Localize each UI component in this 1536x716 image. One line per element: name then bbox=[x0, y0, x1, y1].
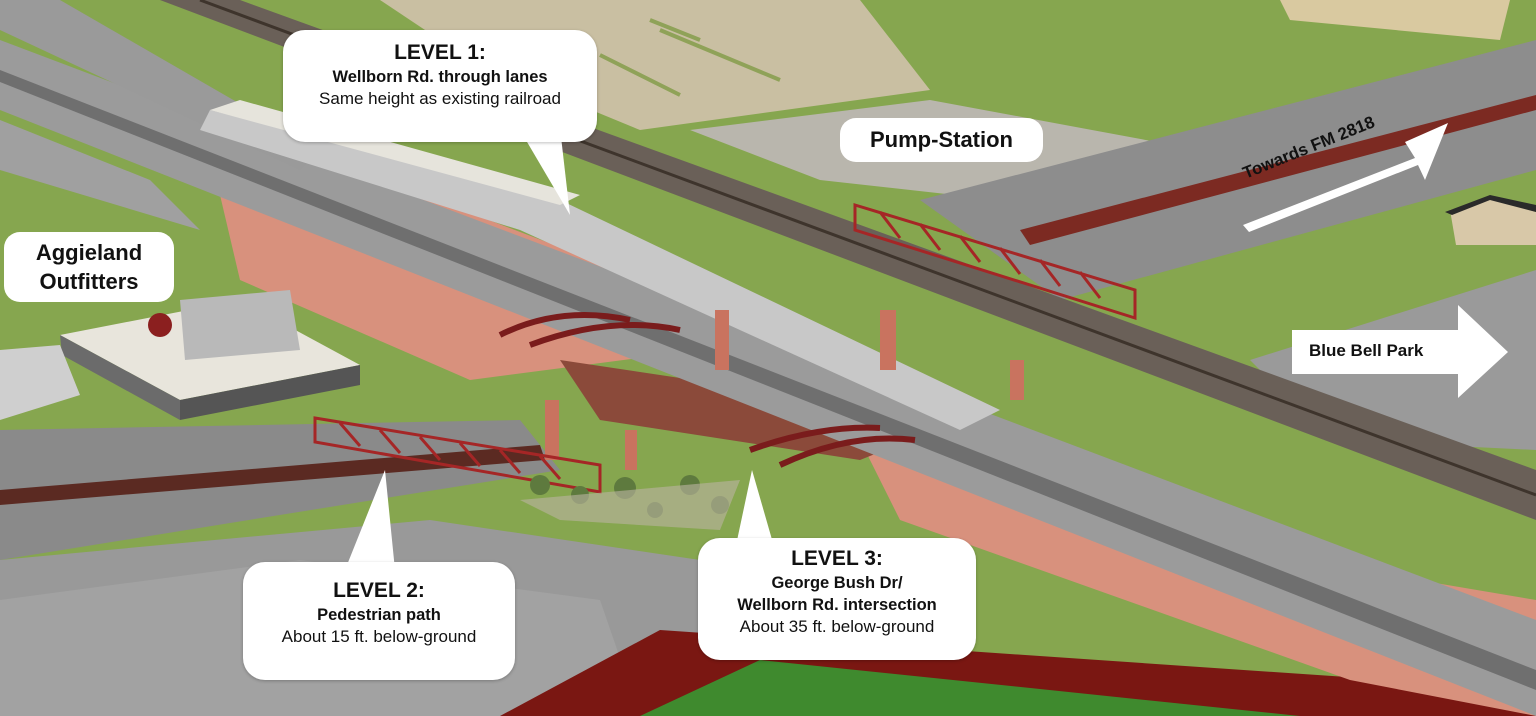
level2-pointer bbox=[345, 470, 395, 570]
callout-level-3-heading: LEVEL 3: bbox=[791, 547, 883, 570]
road-towards-fm bbox=[920, 40, 1536, 300]
building-top-right bbox=[1280, 0, 1510, 40]
pump-station-label: Pump-Station bbox=[870, 127, 1013, 152]
overpass-deck bbox=[200, 110, 1000, 430]
level1-pointer bbox=[520, 128, 570, 215]
arch-bridges bbox=[498, 312, 916, 468]
aggieland-outfitters-tag: Aggieland Outfitters bbox=[4, 232, 174, 302]
lot-markings bbox=[599, 18, 781, 97]
callout-level-2-line1: Pedestrian path bbox=[317, 606, 441, 624]
blue-bell-park-label: Blue Bell Park bbox=[1309, 341, 1424, 360]
aggieland-line2: Outfitters bbox=[39, 269, 139, 294]
store-logo bbox=[148, 313, 172, 337]
truss-bridge-left bbox=[313, 416, 602, 494]
truss-bridge-right bbox=[853, 202, 1137, 321]
level3-pointer bbox=[735, 470, 775, 550]
callout-level-2: LEVEL 2: Pedestrian path About 15 ft. be… bbox=[243, 562, 515, 680]
callout-level-3-line1b: Wellborn Rd. intersection bbox=[737, 596, 937, 614]
gas-canopy bbox=[0, 345, 80, 420]
callout-level-1-line1: Wellborn Rd. through lanes bbox=[332, 68, 548, 86]
callout-level-1-line2: Same height as existing railroad bbox=[319, 89, 561, 108]
callout-level-2-heading: LEVEL 2: bbox=[333, 579, 425, 602]
pump-station-tag: Pump-Station bbox=[840, 118, 1043, 162]
store-side bbox=[60, 335, 180, 420]
field bbox=[640, 660, 1300, 716]
arrow-towards-fm bbox=[1243, 123, 1448, 232]
arrow-blue-bell bbox=[1292, 305, 1508, 398]
store-front bbox=[180, 365, 360, 420]
gazebo bbox=[1450, 198, 1536, 245]
callout-level-3: LEVEL 3: George Bush Dr/ Wellborn Rd. in… bbox=[698, 538, 976, 660]
ramp-left bbox=[0, 120, 200, 230]
callout-level-2-line2: About 15 ft. below-ground bbox=[281, 627, 477, 646]
callout-level-3-line1: George Bush Dr/ bbox=[771, 574, 903, 592]
plaza-path bbox=[520, 480, 740, 530]
aggieland-line1: Aggieland bbox=[35, 240, 143, 265]
callout-level-3-line2: About 35 ft. below-ground bbox=[739, 617, 935, 636]
callout-level-1: LEVEL 1: Wellborn Rd. through lanes Same… bbox=[283, 30, 597, 142]
road-lower-median bbox=[0, 445, 545, 505]
wellborn-median bbox=[0, 70, 1536, 690]
bridge-columns bbox=[545, 310, 1024, 470]
gazebo-roof bbox=[1445, 195, 1536, 215]
callout-level-1-heading: LEVEL 1: bbox=[394, 41, 486, 64]
road-median bbox=[1020, 95, 1536, 245]
store-sign-wall bbox=[180, 290, 300, 360]
